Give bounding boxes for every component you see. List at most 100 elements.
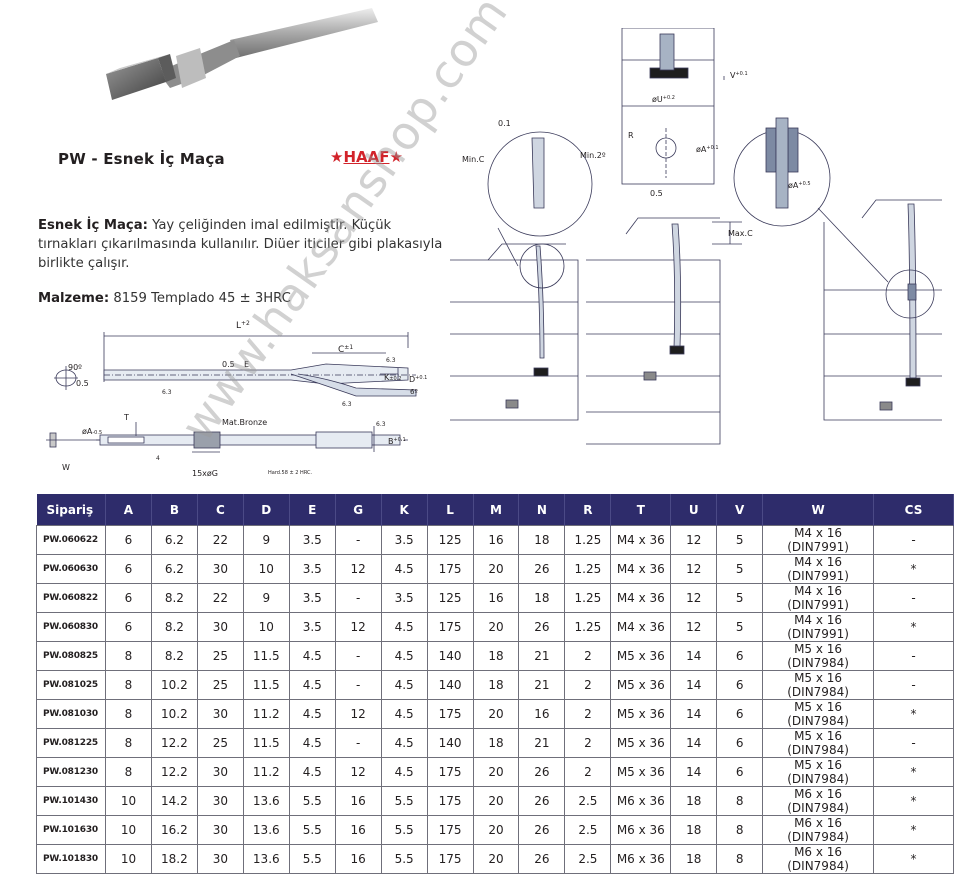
table-cell: 4.5 xyxy=(288,699,336,729)
dim-angle6: 6º xyxy=(410,388,418,396)
table-cell: * xyxy=(873,612,954,642)
table-cell: 1.25 xyxy=(564,583,612,613)
table-cell: 30 xyxy=(196,554,244,584)
table-cell: 12 xyxy=(670,583,718,613)
table-cell: 16 xyxy=(472,525,520,555)
table-cell: 16 xyxy=(472,583,520,613)
table-cell: 8.2 xyxy=(150,612,198,642)
table-cell: 175 xyxy=(426,844,474,874)
table-cell: 8.2 xyxy=(150,583,198,613)
sec-V: V+0.1 xyxy=(730,71,748,80)
table-cell: 12 xyxy=(334,757,382,787)
roughness-3: 6.3 xyxy=(342,401,352,408)
table-cell: 5 xyxy=(716,554,764,584)
material: Malzeme: 8159 Templado 45 ± 3HRC xyxy=(38,291,291,306)
table-cell: 25 xyxy=(196,728,244,758)
table-cell: - xyxy=(334,525,382,555)
table-cell: 18 xyxy=(472,728,520,758)
star-icon: ★ xyxy=(330,148,344,166)
table-cell: 18 xyxy=(518,583,566,613)
material-text: 8159 Templado 45 ± 3HRC xyxy=(113,291,291,306)
table-cell: 6 xyxy=(716,699,764,729)
table-cell: 2 xyxy=(564,670,612,700)
table-cell: M4 x 36 xyxy=(610,583,672,613)
table-cell: 20 xyxy=(472,844,520,874)
table-cell: 140 xyxy=(426,641,474,671)
table-cell: 30 xyxy=(196,612,244,642)
table-cell: 8 xyxy=(104,728,152,758)
description: Esnek İç Maça: Yay çeliğinden imal edilm… xyxy=(38,216,443,273)
table-cell: - xyxy=(334,583,382,613)
table-cell: 4.5 xyxy=(380,728,428,758)
table-cell: 4.5 xyxy=(380,757,428,787)
dim-05: 0.5 xyxy=(76,379,89,388)
column-header: D xyxy=(243,494,290,526)
table-cell: 2.5 xyxy=(564,844,612,874)
table-cell: 6.2 xyxy=(150,554,198,584)
table-cell: 5.5 xyxy=(288,786,336,816)
table-cell: 2 xyxy=(564,641,612,671)
table-cell: 20 xyxy=(472,815,520,845)
table-cell: 4.5 xyxy=(288,670,336,700)
dim-D: D+0.1 xyxy=(409,375,427,384)
table-cell: 13.6 xyxy=(242,815,290,845)
star-icon: ★ xyxy=(389,148,403,166)
table-cell: 5.5 xyxy=(288,844,336,874)
column-header: M xyxy=(473,494,520,526)
table-cell: * xyxy=(873,844,954,874)
table-cell: 2 xyxy=(564,728,612,758)
table-cell: - xyxy=(873,525,954,555)
table-cell: PW.081230 xyxy=(36,757,106,787)
column-header: C xyxy=(197,494,244,526)
table-cell: M5 x 36 xyxy=(610,641,672,671)
table-cell: 6 xyxy=(716,670,764,700)
column-header: G xyxy=(335,494,382,526)
table-cell: 6 xyxy=(104,583,152,613)
column-header: N xyxy=(518,494,566,526)
table-cell: 14 xyxy=(670,728,718,758)
table-cell: 18 xyxy=(670,815,718,845)
table-cell: 8 xyxy=(716,815,764,845)
table-cell: 10.2 xyxy=(150,699,198,729)
sec-A2: øA+0.5 xyxy=(788,181,811,190)
table-cell: 20 xyxy=(472,699,520,729)
table-cell: * xyxy=(873,815,954,845)
table-cell: 6 xyxy=(716,728,764,758)
table-cell: 18 xyxy=(472,670,520,700)
table-cell: 16.2 xyxy=(150,815,198,845)
table-cell: 18 xyxy=(670,786,718,816)
table-cell: 2.5 xyxy=(564,786,612,816)
description-label: Esnek İç Maça: xyxy=(38,218,148,233)
column-header: T xyxy=(610,494,672,526)
table-cell: 125 xyxy=(426,525,474,555)
table-cell: 3.5 xyxy=(288,612,336,642)
table-cell: 11.2 xyxy=(242,699,290,729)
table-cell: * xyxy=(873,699,954,729)
table-cell: 12 xyxy=(334,699,382,729)
table-cell: 30 xyxy=(196,699,244,729)
column-header: V xyxy=(716,494,764,526)
table-cell: 20 xyxy=(472,757,520,787)
table-cell: 26 xyxy=(518,815,566,845)
dim-B: B+0.1 xyxy=(388,437,406,446)
table-cell: 12 xyxy=(670,612,718,642)
dim-C: C±1 xyxy=(338,344,353,355)
table-cell: 26 xyxy=(518,554,566,584)
sec-R: R xyxy=(628,131,634,140)
table-cell: M6 x 36 xyxy=(610,815,672,845)
table-cell: - xyxy=(873,583,954,613)
table-cell: 11.5 xyxy=(242,670,290,700)
table-cell: 13.6 xyxy=(242,844,290,874)
column-header: A xyxy=(105,494,152,526)
table-cell: PW.081030 xyxy=(36,699,106,729)
table-cell: 21 xyxy=(518,728,566,758)
table-cell: 11.5 xyxy=(242,641,290,671)
material-bronze: Mat.Bronze xyxy=(222,418,267,427)
table-cell: PW.060630 xyxy=(36,554,106,584)
table-cell: 140 xyxy=(426,728,474,758)
